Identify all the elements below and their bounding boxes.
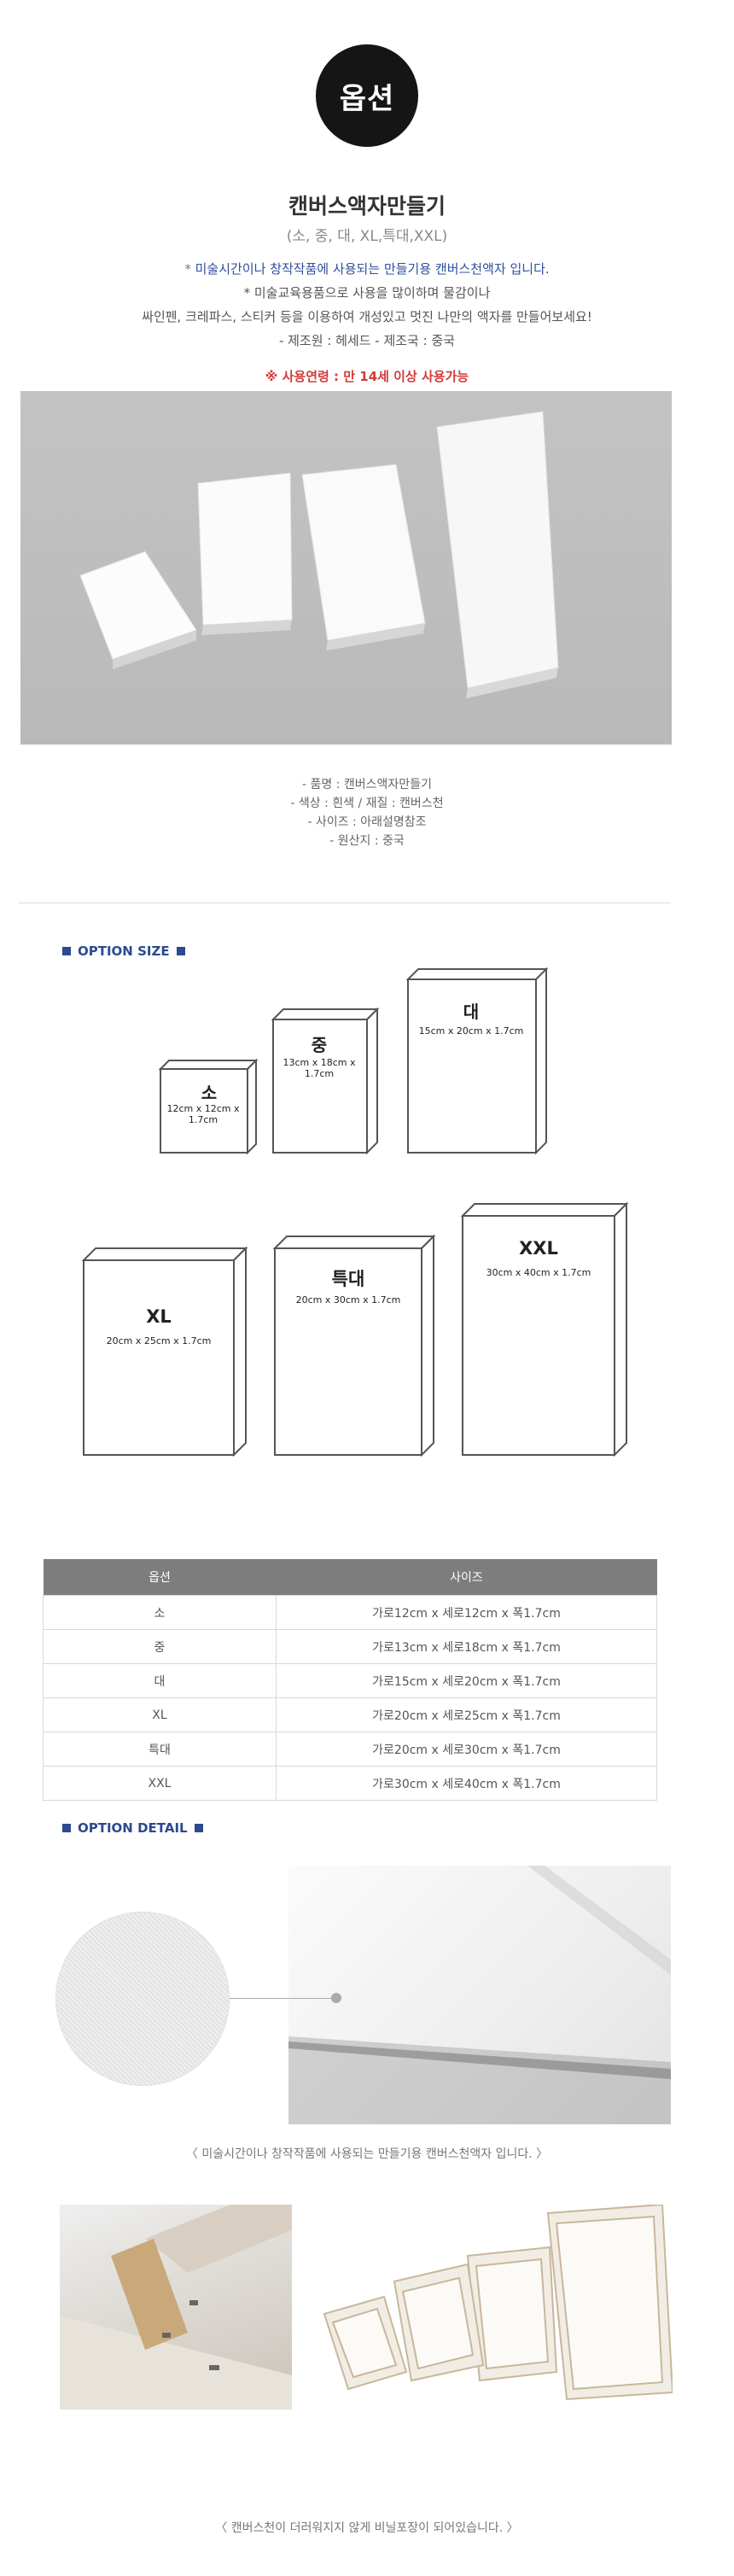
size-box-xlarge: 특대 20cm x 30cm x 1.7cm: [273, 1235, 437, 1457]
table-header-row: 옵션 사이즈: [43, 1559, 657, 1596]
cell-option: 대: [43, 1663, 277, 1698]
cell-size: 가로20cm x 세로25cm x 폭1.7cm: [276, 1697, 657, 1732]
age-warning: ※ 사용연령 : 만 14세 이상 사용가능: [265, 369, 469, 384]
size-box-medium: 중 13cm x 18cm x 1.7cm: [271, 1008, 381, 1154]
size-name: 중: [311, 1035, 328, 1055]
info-origin: - 원산지 : 중국: [329, 834, 405, 848]
size-dimensions: 12cm x 12cm x 1.7cm: [166, 1103, 240, 1125]
canvas-back-photo: [60, 2205, 292, 2410]
detail-caption-2: 〈 캔버스천이 더러워지지 않게 비닐포장이 되어있습니다. 〉: [215, 2521, 519, 2535]
zoom-connector-dot: [331, 1993, 341, 2003]
size-box-xxl: XXL 30cm x 40cm x 1.7cm: [461, 1202, 630, 1457]
square-icon: [176, 947, 185, 955]
cell-size: 가로20cm x 세로30cm x 폭1.7cm: [276, 1732, 657, 1767]
size-name: 특대: [331, 1269, 365, 1289]
box-outline: [273, 1235, 436, 1457]
description-line-2: * 미술교육용품으로 사용을 많이하며 물감이나: [243, 285, 491, 301]
square-icon: [194, 1824, 203, 1832]
size-name: XL: [146, 1306, 172, 1327]
box-outline: [271, 1008, 380, 1154]
product-title: 캔버스액자만들기: [288, 194, 446, 219]
option-detail-heading: OPTION DETAIL: [62, 1820, 203, 1836]
cell-option: 소: [43, 1595, 277, 1630]
header-size: 사이즈: [276, 1559, 657, 1596]
option-detail-label: OPTION DETAIL: [78, 1820, 188, 1836]
cell-option: 중: [43, 1629, 277, 1664]
canvas-texture-zoom: [56, 1913, 229, 2085]
canvas-photo-illustration: [79, 411, 559, 698]
manufacturer-info: - 제조원 : 헤세드 - 제조국 : 중국: [278, 333, 456, 348]
cell-size: 가로30cm x 세로40cm x 폭1.7cm: [276, 1766, 657, 1801]
option-size-heading: OPTION SIZE: [62, 943, 185, 959]
size-box-small: 소 12cm x 12cm x 1.7cm: [159, 1059, 259, 1154]
bullet: *: [184, 261, 191, 277]
box-outline: [406, 967, 549, 1154]
cell-size: 가로13cm x 세로18cm x 폭1.7cm: [276, 1629, 657, 1664]
info-color-material: - 색상 : 흰색 / 재질 : 캔버스천: [290, 797, 444, 810]
description-line-1: * 미술시간이나 창작작품에 사용되는 만들기용 캔버스천액자 입니다.: [0, 260, 734, 277]
info-name: - 품명 : 캔버스액자만들기: [302, 778, 432, 791]
canvas-back-illustration: [60, 2205, 292, 2410]
size-box-large: 대 15cm x 20cm x 1.7cm: [406, 967, 550, 1154]
info-size: - 사이즈 : 아래설명참조: [307, 815, 427, 829]
zoom-connector-line: [229, 1998, 336, 1999]
cell-option: XXL: [43, 1766, 277, 1801]
canvas-frames-photo: [300, 2205, 673, 2410]
cell-option: XL: [43, 1697, 277, 1732]
option-size-label: OPTION SIZE: [78, 943, 170, 959]
box-outline: [461, 1202, 629, 1457]
size-box-xl: XL 20cm x 25cm x 1.7cm: [82, 1247, 249, 1457]
size-dimensions: 20cm x 25cm x 1.7cm: [106, 1335, 212, 1346]
cell-size: 가로12cm x 세로12cm x 폭1.7cm: [276, 1595, 657, 1630]
size-dimensions: 30cm x 40cm x 1.7cm: [486, 1267, 591, 1278]
size-dimensions: 20cm x 30cm x 1.7cm: [295, 1294, 401, 1306]
description-text: 미술시간이나 창작작품에 사용되는 만들기용 캔버스천액자 입니다.: [195, 261, 550, 277]
description-line-3: 싸인펜, 크레파스, 스티커 등을 이용하여 개성있고 멋진 나만의 액자를 만…: [142, 309, 592, 324]
size-dimensions: 15cm x 20cm x 1.7cm: [418, 1025, 524, 1037]
cell-size: 가로15cm x 세로20cm x 폭1.7cm: [276, 1663, 657, 1698]
square-icon: [62, 1824, 71, 1832]
canvas-corner-illustration: [288, 1866, 671, 2124]
box-outline: [82, 1247, 248, 1457]
square-icon: [62, 947, 71, 955]
product-info: - 품명 : 캔버스액자만들기 - 색상 : 흰색 / 재질 : 캔버스천 - …: [0, 775, 734, 850]
header-option: 옵션: [43, 1559, 277, 1596]
product-photo: [20, 391, 672, 745]
option-badge: 옵션: [316, 44, 418, 147]
canvas-frames-illustration: [323, 2205, 673, 2401]
box-outline: [159, 1059, 259, 1154]
divider: [19, 902, 671, 903]
cell-option: 특대: [43, 1732, 277, 1767]
canvas-corner-photo: [288, 1866, 671, 2124]
detail-caption-1: 〈 미술시간이나 창작작품에 사용되는 만들기용 캔버스천액자 입니다. 〉: [185, 2147, 549, 2161]
size-name: 대: [463, 1002, 480, 1022]
product-subtitle: (소, 중, 대, XL,특대,XXL): [286, 228, 448, 245]
size-name: XXL: [519, 1238, 558, 1259]
badge-label: 옵션: [339, 81, 395, 116]
size-name: 소: [201, 1083, 218, 1103]
size-dimensions: 13cm x 18cm x 1.7cm: [283, 1057, 356, 1079]
